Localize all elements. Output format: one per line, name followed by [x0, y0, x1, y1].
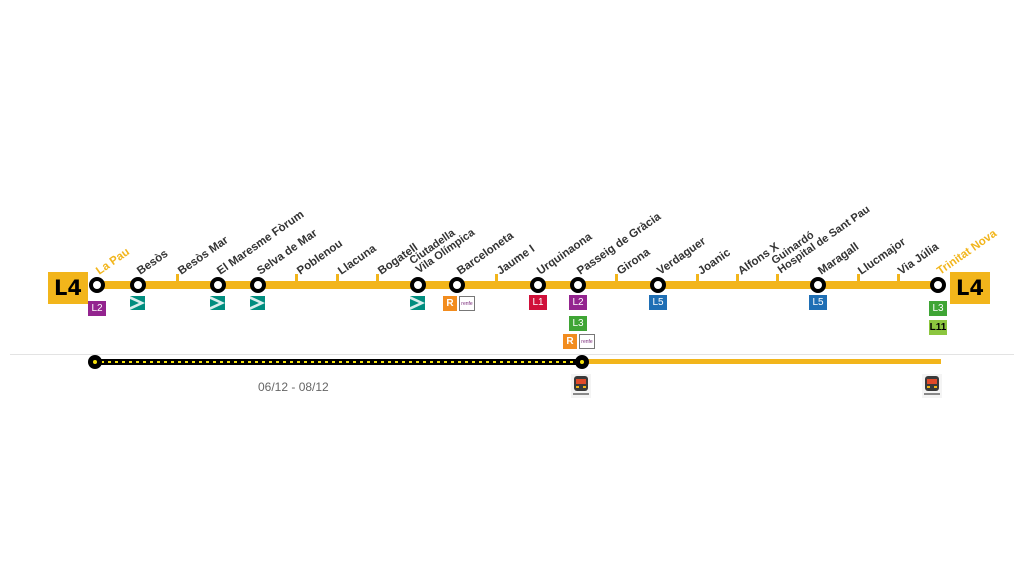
rodalies-icon[interactable]: R: [443, 296, 457, 311]
track-tick: [176, 274, 179, 284]
closure-start-dot: [88, 355, 102, 369]
open-segment: [581, 359, 941, 364]
track-tick: [495, 274, 498, 284]
tram-icon[interactable]: [210, 296, 225, 310]
station-stop-maragall[interactable]: [810, 277, 826, 293]
station-stop-trinitat-nova[interactable]: [930, 277, 946, 293]
track-tick: [736, 274, 739, 284]
station-stop-selva-de-mar[interactable]: [250, 277, 266, 293]
line-badge-right: L4: [950, 272, 990, 304]
track-tick: [857, 274, 860, 284]
interchange-badge-l2[interactable]: L2: [569, 295, 587, 310]
interchange-badge-l5[interactable]: L5: [649, 295, 667, 310]
separator-line: [10, 354, 1014, 355]
station-stop-besos[interactable]: [130, 277, 146, 293]
closure-segment-dots: [94, 361, 581, 363]
line-track: [90, 281, 942, 289]
renfe-logo: renfe: [579, 334, 595, 349]
station-stop-barceloneta[interactable]: [449, 277, 465, 293]
tram-icon[interactable]: [410, 296, 425, 310]
tram-icon[interactable]: [130, 296, 145, 310]
station-stop-el-maresme-forum[interactable]: [210, 277, 226, 293]
closure-end-dot: [575, 355, 589, 369]
track-tick: [696, 274, 699, 284]
interchange-badge-l1[interactable]: L1: [529, 295, 547, 310]
station-stop-ciutadella[interactable]: [410, 277, 426, 293]
interchange-badge-l3[interactable]: L3: [569, 316, 587, 331]
train-icon[interactable]: [571, 374, 591, 398]
station-stop-verdaguer[interactable]: [650, 277, 666, 293]
interchange-badge-l11[interactable]: L11: [929, 320, 947, 335]
interchange-badge-l5[interactable]: L5: [809, 295, 827, 310]
closure-dates: 06/12 - 08/12: [258, 380, 329, 394]
rodalies-icon[interactable]: R: [563, 334, 577, 349]
line-badge-left: L4: [48, 272, 88, 304]
station-stop-urquinaona[interactable]: [530, 277, 546, 293]
track-tick: [897, 274, 900, 284]
tram-icon[interactable]: [250, 296, 265, 310]
station-stop-la-pau[interactable]: [89, 277, 105, 293]
interchange-badge-l2[interactable]: L2: [88, 301, 106, 316]
station-stop-passeig-de-gracia[interactable]: [570, 277, 586, 293]
track-tick: [336, 274, 339, 284]
track-tick: [376, 274, 379, 284]
renfe-logo: renfe: [459, 296, 475, 311]
train-icon[interactable]: [922, 374, 942, 398]
track-tick: [295, 274, 298, 284]
track-tick: [615, 274, 618, 284]
track-tick: [776, 274, 779, 284]
interchange-badge-l3[interactable]: L3: [929, 301, 947, 316]
